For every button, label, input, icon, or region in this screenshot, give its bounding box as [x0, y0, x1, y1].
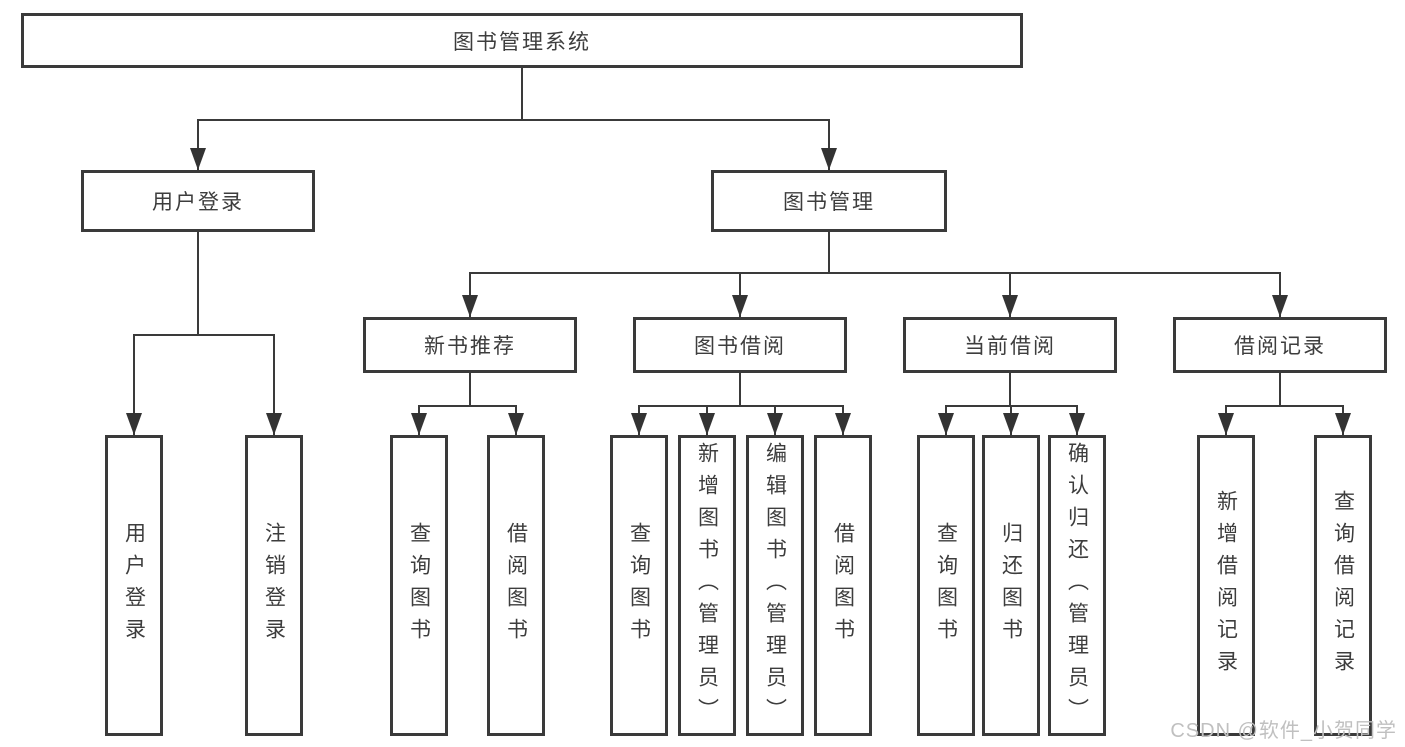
connector-line — [739, 373, 741, 406]
node-leaf-query-books-3: 查询图书 — [917, 435, 975, 736]
node-leaf-user-login: 用户登录 — [105, 435, 163, 736]
node-label: 借阅图书 — [831, 521, 855, 650]
connector-line — [1279, 373, 1281, 406]
connector-line — [418, 405, 517, 407]
node-label: 新增借阅记录 — [1214, 489, 1238, 682]
watermark: CSDN @软件_小贺同学 — [1170, 720, 1397, 742]
arrow-down-icon — [938, 413, 954, 435]
node-label: 用户登录 — [152, 191, 244, 214]
arrow-down-icon — [1003, 413, 1019, 435]
node-label: 借阅记录 — [1234, 335, 1326, 358]
node-label: 图书管理系统 — [453, 30, 591, 54]
connector-line — [638, 405, 844, 407]
node-book-borrowing: 图书借阅 — [633, 317, 847, 373]
node-label: 用户登录 — [122, 521, 146, 650]
arrow-down-icon — [631, 413, 647, 435]
arrow-down-icon — [411, 413, 427, 435]
node-leaf-add-books-admin: 新增图书（管理员） — [678, 435, 736, 736]
node-book-management: 图书管理 — [711, 170, 947, 232]
node-label: 查询图书 — [627, 521, 651, 650]
node-leaf-edit-books-admin: 编辑图书（管理员） — [746, 435, 804, 736]
node-leaf-logout: 注销登录 — [245, 435, 303, 736]
node-leaf-add-borrow-record: 新增借阅记录 — [1197, 435, 1255, 736]
connector-line — [828, 120, 830, 170]
node-leaf-return-books: 归还图书 — [982, 435, 1040, 736]
connector-line — [828, 232, 830, 273]
node-label: 图书借阅 — [694, 335, 786, 358]
node-leaf-query-books-2: 查询图书 — [610, 435, 668, 736]
connector-line — [469, 373, 471, 406]
connector-line — [469, 272, 1281, 274]
node-label: 归还图书 — [999, 521, 1023, 650]
node-label: 查询借阅记录 — [1331, 489, 1355, 682]
node-leaf-borrow-books-2: 借阅图书 — [814, 435, 872, 736]
node-label: 当前借阅 — [964, 335, 1056, 358]
connector-line — [521, 68, 523, 120]
arrow-down-icon — [1218, 413, 1234, 435]
connector-line — [133, 335, 135, 435]
arrow-down-icon — [462, 295, 478, 317]
connector-line — [133, 334, 275, 336]
node-label: 确认归还（管理员） — [1065, 441, 1089, 730]
arrow-down-icon — [1069, 413, 1085, 435]
arrow-down-icon — [699, 413, 715, 435]
node-current-borrowing: 当前借阅 — [903, 317, 1117, 373]
node-borrowing-records: 借阅记录 — [1173, 317, 1387, 373]
node-label: 编辑图书（管理员） — [763, 441, 787, 730]
arrow-down-icon — [190, 148, 206, 170]
node-label: 新书推荐 — [424, 335, 516, 358]
node-label: 图书管理 — [783, 191, 875, 214]
arrow-down-icon — [1002, 295, 1018, 317]
node-label: 查询图书 — [934, 521, 958, 650]
node-label: 查询图书 — [407, 521, 431, 650]
node-library-management-system: 图书管理系统 — [21, 13, 1023, 68]
arrow-down-icon — [821, 148, 837, 170]
arrow-down-icon — [835, 413, 851, 435]
connector-line — [197, 119, 830, 121]
connector-line — [197, 232, 199, 335]
node-leaf-confirm-return-admin: 确认归还（管理员） — [1048, 435, 1106, 736]
arrow-down-icon — [266, 413, 282, 435]
arrow-down-icon — [126, 413, 142, 435]
connector-line — [1225, 405, 1344, 407]
arrow-down-icon — [767, 413, 783, 435]
node-leaf-query-books-1: 查询图书 — [390, 435, 448, 736]
node-leaf-query-borrow-record: 查询借阅记录 — [1314, 435, 1372, 736]
connector-line — [273, 335, 275, 435]
arrow-down-icon — [732, 295, 748, 317]
node-label: 新增图书（管理员） — [695, 441, 719, 730]
connector-line — [197, 120, 199, 170]
node-leaf-borrow-books-1: 借阅图书 — [487, 435, 545, 736]
arrow-down-icon — [508, 413, 524, 435]
node-label: 借阅图书 — [504, 521, 528, 650]
arrow-down-icon — [1272, 295, 1288, 317]
node-user-login: 用户登录 — [81, 170, 315, 232]
node-label: 注销登录 — [262, 521, 286, 650]
arrow-down-icon — [1335, 413, 1351, 435]
connector-line — [1009, 373, 1011, 406]
node-new-book-recommendation: 新书推荐 — [363, 317, 577, 373]
